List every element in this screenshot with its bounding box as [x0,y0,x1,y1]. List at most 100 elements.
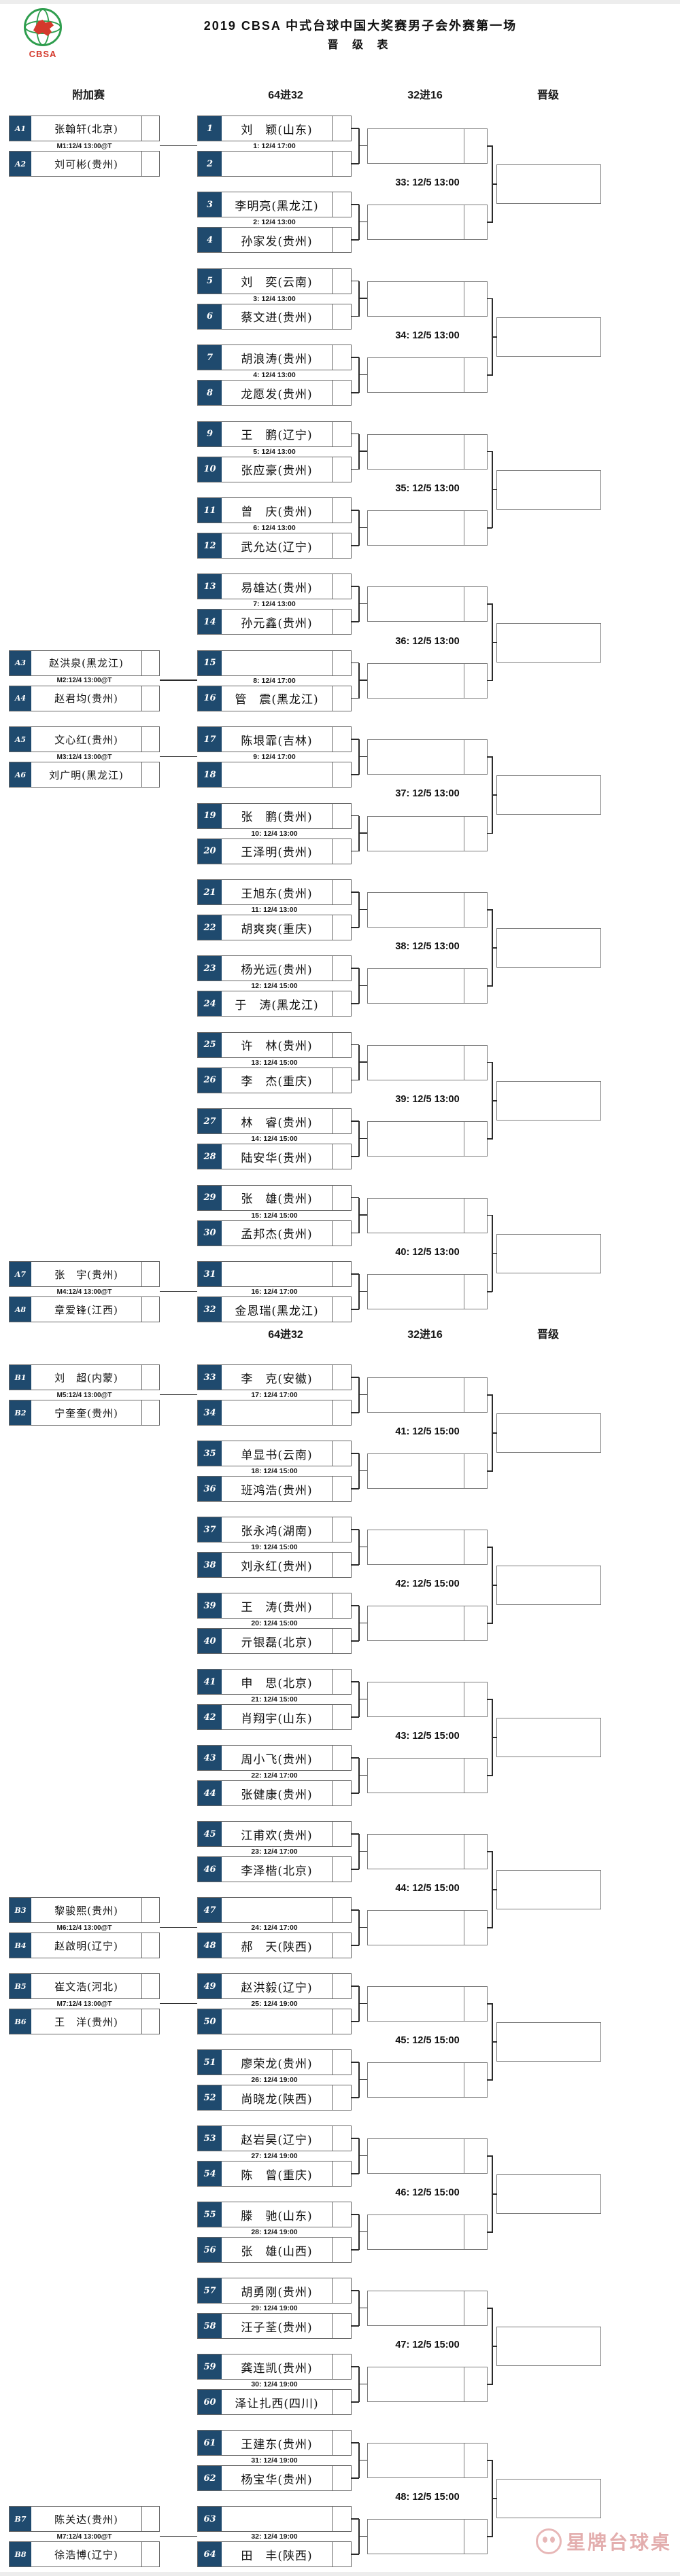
match-time-text: 25: 12/4 19:00 [251,2000,298,2008]
player-row: 61 王建东(贵州) [197,2430,352,2456]
connector-line [492,2498,497,2499]
r64-match: 17 陈垠霏(吉林) 9: 12/4 17:00 18 [197,726,352,788]
score-cell [464,511,487,545]
advance-box [496,164,601,205]
page-subtitle: 晋 级 表 [327,39,394,51]
r32-match-time: 46: 12/5 15:00 [395,2187,460,2198]
match-time: 19: 12/4 15:00 [197,1542,352,1552]
connector-line [487,2536,492,2537]
slot-number-badge: 23 [198,956,222,981]
connector-line [351,1273,359,1275]
match-time: 31: 12/4 19:00 [197,2456,352,2465]
score-cell [332,116,351,141]
r32-match-time: 36: 12/5 13:00 [395,635,460,647]
player-name-text: 王 涛(贵州) [241,1600,313,1615]
slot-number: 14 [203,616,216,627]
player-row: 2 [197,151,352,177]
connector-line [358,2291,360,2326]
slot-number-badge: 25 [198,1032,222,1057]
player-name: 赵岩昊(辽宁) [222,2126,332,2151]
score-cell [464,2520,487,2554]
connector-line [351,128,359,129]
connector-line [487,1851,492,1852]
player-name-text: 刘 超(内蒙) [54,1371,118,1384]
score-cell [141,152,159,176]
slot-number: 39 [203,1600,216,1611]
playoff-id: A6 [14,770,27,779]
score-cell [332,1705,351,1729]
connector-line [487,2231,492,2233]
score-cell [464,1045,487,1080]
player-name-text: 王 鹏(辽宁) [241,429,313,443]
connector-line [359,1394,367,1395]
score-cell [141,2009,159,2034]
connector-line [492,1252,497,1254]
score-cell [332,762,351,788]
connector-line [351,2173,359,2174]
player-name-text: 刘 颖(山东) [241,123,313,137]
player-row: 16 管 震(黑龙江) [197,685,352,711]
player-row: 3 李明亮(黑龙江) [197,192,352,218]
player-name-text: 赵啟明(辽宁) [54,1939,118,1952]
score-cell [332,498,351,523]
player-row: 24 于 涛(黑龙江) [197,991,352,1017]
score-cell [464,740,487,775]
match-time: 3: 12/4 13:00 [197,294,352,304]
connector-line [351,2290,359,2291]
connector-line [492,298,493,376]
match-time: 27: 12/4 19:00 [197,2151,352,2161]
connector-line [492,183,497,185]
connector-line [492,1547,493,1624]
connector-line [351,621,359,622]
r32-winner-box [367,586,488,622]
player-name-text: 张翰轩(北京) [54,122,118,135]
r64-match: 59 龚连凯(贵州) 30: 12/4 19:00 60 泽让扎西(四川) [197,2354,352,2415]
player-name-text: 王泽明(贵州) [241,846,313,860]
r64-match: 41 申 思(北京) 21: 12/4 15:00 42 肖翔宇(山东) [197,1669,352,1730]
slot-number: 1 [206,123,214,134]
slot-number: 24 [203,998,216,1009]
slot-number-badge: 52 [198,2085,222,2110]
slot-number-badge: 55 [198,2202,222,2227]
score-cell [141,1898,159,1922]
connector-line [351,1681,359,1682]
connector-line [351,468,359,470]
slot-number-badge: 12 [198,533,222,558]
player-name-text: 陈垠霏(吉林) [241,734,313,748]
connector-line [359,1850,367,1852]
connector-line [359,985,367,987]
player-name: 陈关达(贵州) [31,2507,141,2531]
player-name: 孙家发(贵州) [222,228,332,252]
player-name: 李 杰(重庆) [222,1068,332,1093]
column-header-advance-2: 晋级 [537,1329,559,1341]
slot-number-badge: 62 [198,2466,222,2490]
connector-line [487,298,492,300]
player-row: 49 赵洪毅(辽宁) [197,1973,352,1999]
advance-box [496,2174,601,2214]
player-name-text: 龙愿发(贵州) [241,387,313,402]
player-row: 48 郝 天(陕西) [197,1933,352,1958]
connector-line [492,2003,493,2081]
playoff-id-badge: A1 [10,116,31,141]
player-row: 57 胡勇刚(贵州) [197,2278,352,2304]
slot-number-badge: 48 [198,1933,222,1958]
match-time: 29: 12/4 19:00 [197,2304,352,2313]
match-time: 10: 12/4 13:00 [197,829,352,839]
cbsa-logo-text: CBSA [29,49,57,59]
player-name: 管 震(黑龙江) [222,686,332,711]
slot-number: 26 [203,1075,216,1086]
match-time-text: 18: 12/4 15:00 [251,1467,298,1475]
r64-match: 51 廖荣龙(贵州) 26: 12/4 19:00 52 尚晓龙(陕西) [197,2049,352,2111]
score-cell [464,1911,487,1945]
score-cell [332,1553,351,1577]
player-name: 龙愿发(贵州) [222,381,332,405]
match-time: 5: 12/4 13:00 [197,447,352,457]
connector-line [358,128,360,164]
player-name-text: 胡勇刚(贵州) [241,2285,313,2299]
score-cell [332,2542,351,2566]
player-name-text: 李 克(安徽) [241,1372,313,1386]
connector-line [358,1377,360,1413]
score-cell [332,457,351,482]
score-cell [332,1109,351,1134]
connector-line [358,1682,360,1717]
